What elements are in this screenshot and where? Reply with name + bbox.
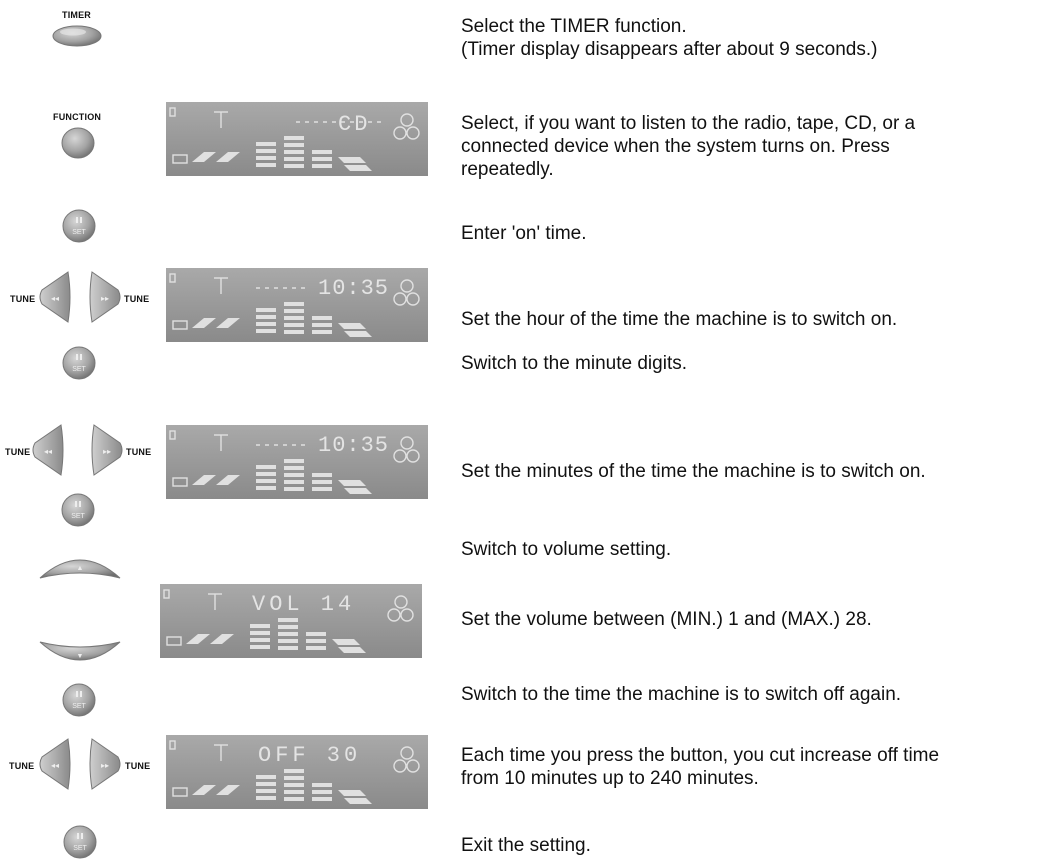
svg-text:▼: ▼ xyxy=(77,653,84,660)
step-8-text: Set the volume between (MIN.) 1 and (MAX… xyxy=(461,609,872,630)
svg-text:▸▸: ▸▸ xyxy=(101,761,109,770)
step-7-text: Switch to volume setting. xyxy=(461,539,672,560)
tune-right-label: TUNE xyxy=(126,447,152,457)
volume-up-button[interactable]: ▲ xyxy=(36,548,124,586)
svg-text:SET: SET xyxy=(72,229,86,236)
tune-back-button[interactable]: ◂◂ xyxy=(31,423,65,477)
lcd-hour-text: 10:35 xyxy=(318,276,389,301)
tune-forward-button[interactable]: ▸▸ xyxy=(90,423,124,477)
svg-text:◂◂: ◂◂ xyxy=(51,294,59,303)
timer-button-label: TIMER xyxy=(62,10,91,20)
set-button[interactable]: SET xyxy=(60,492,96,528)
svg-text:SET: SET xyxy=(72,366,86,373)
lcd-function-display: CD xyxy=(166,102,428,176)
step-4-text: Set the hour of the time the machine is … xyxy=(461,309,898,330)
step-11-text: Exit the setting. xyxy=(461,835,591,856)
step-2-text: Select, if you want to listen to the rad… xyxy=(461,113,916,180)
volume-down-button[interactable]: ▼ xyxy=(36,634,124,672)
svg-text:◂◂: ◂◂ xyxy=(51,761,59,770)
tune-back-button[interactable]: ◂◂ xyxy=(38,737,72,791)
set-button[interactable]: SET xyxy=(61,682,97,718)
lcd-hour-display: 10:35 xyxy=(166,268,428,342)
svg-text:SET: SET xyxy=(72,703,86,710)
lcd-off-text: OFF 30 xyxy=(258,743,361,768)
svg-text:SET: SET xyxy=(71,513,85,520)
step-9-text: Switch to the time the machine is to swi… xyxy=(461,684,902,705)
timer-button[interactable] xyxy=(51,24,103,48)
lcd-function-text: CD xyxy=(338,112,370,137)
lcd-volume-display: VOL 14 xyxy=(160,584,422,658)
set-button[interactable]: SET xyxy=(61,345,97,381)
step-5-text: Switch to the minute digits. xyxy=(461,353,687,374)
step-1-text: Select the TIMER function. (Timer displa… xyxy=(461,16,878,60)
set-button[interactable]: SET xyxy=(62,824,98,860)
svg-text:SET: SET xyxy=(73,845,87,852)
tune-forward-button[interactable]: ▸▸ xyxy=(88,737,122,791)
function-button[interactable] xyxy=(60,126,96,160)
tune-left-label: TUNE xyxy=(9,761,35,771)
step-3-text: Enter 'on' time. xyxy=(461,223,587,244)
svg-text:▲: ▲ xyxy=(77,565,84,572)
svg-text:◂◂: ◂◂ xyxy=(44,447,52,456)
svg-text:▸▸: ▸▸ xyxy=(101,294,109,303)
lcd-volume-text: VOL 14 xyxy=(252,592,355,617)
tune-right-label: TUNE xyxy=(124,294,150,304)
lcd-minute-display: 10:35 xyxy=(166,425,428,499)
lcd-minute-text: 10:35 xyxy=(318,433,389,458)
function-button-label: FUNCTION xyxy=(53,112,102,122)
tune-left-label: TUNE xyxy=(10,294,36,304)
tune-back-button[interactable]: ◂◂ xyxy=(38,270,72,324)
step-10-text: Each time you press the button, you cut … xyxy=(461,745,940,789)
tune-forward-button[interactable]: ▸▸ xyxy=(88,270,122,324)
tune-right-label: TUNE xyxy=(125,761,151,771)
tune-left-label: TUNE xyxy=(5,447,31,457)
step-6-text: Set the minutes of the time the machine … xyxy=(461,461,926,482)
lcd-off-display: OFF 30 xyxy=(166,735,428,809)
svg-text:▸▸: ▸▸ xyxy=(103,447,111,456)
set-button[interactable]: SET xyxy=(61,208,97,244)
